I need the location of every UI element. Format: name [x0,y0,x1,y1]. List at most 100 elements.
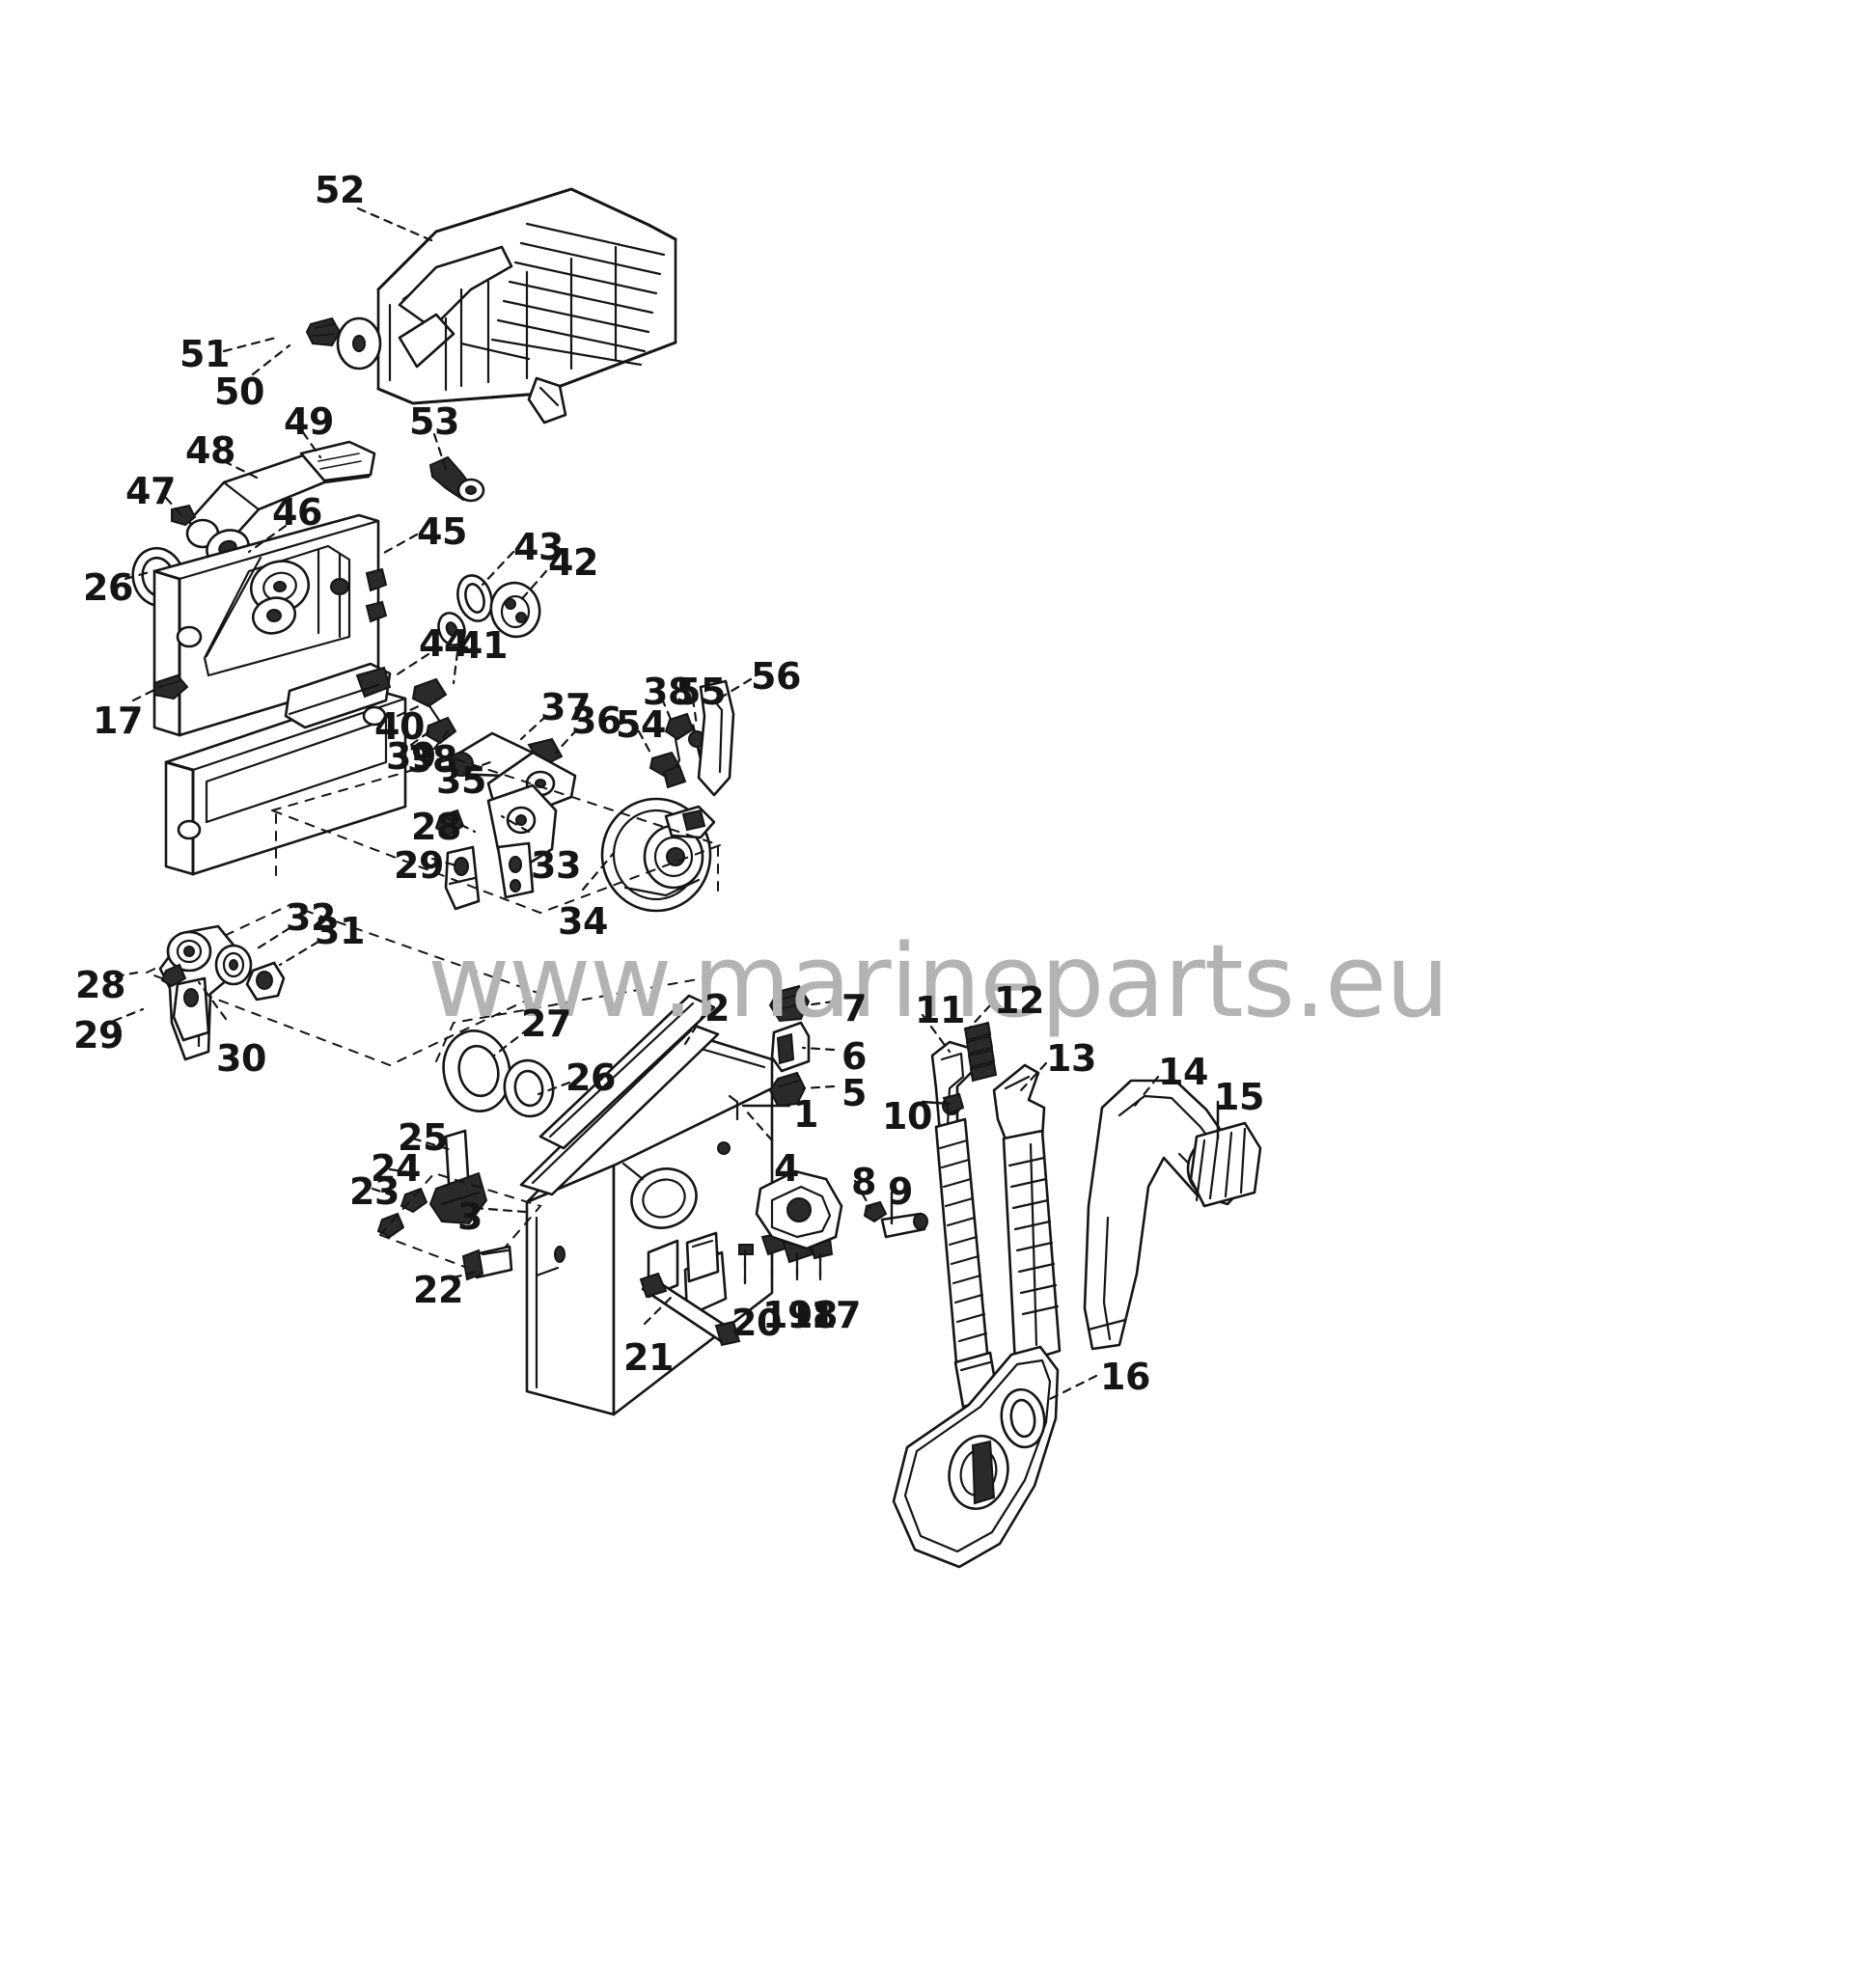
callout-number-11: 11 [915,989,965,1031]
leader-line-14 [1133,1075,1160,1108]
leader-line-8 [853,1179,872,1210]
part-5-nut [768,1071,807,1108]
leader-line-25 [411,1137,454,1152]
callout-number-34: 34 [558,900,608,943]
part-34-drum [600,797,716,913]
leader-line-36 [554,727,579,755]
leader-line-22 [452,1270,479,1279]
part-45-lower-plate [164,689,407,876]
part-29-clip-mid [444,845,481,911]
callout-number-49: 49 [284,400,334,443]
part-16-oring [1000,1387,1046,1449]
part-38-clip [662,712,695,789]
callout-number-7: 7 [841,987,867,1029]
callout-leader-lines [112,206,1220,1403]
callout-number-29a: 29 [394,844,444,887]
callout-number-28b: 28 [75,964,125,1006]
leader-line-21 [643,1291,677,1326]
leader-line-42 [517,569,548,604]
callout-number-42: 42 [548,541,598,584]
leader-line-38a [432,729,450,751]
callout-number-22: 22 [413,1269,463,1311]
part-51-screw [305,316,342,347]
callout-number-9: 9 [888,1170,913,1213]
part-22-screw [461,1245,513,1281]
leader-line-29a [430,857,461,868]
callout-number-18: 18 [787,1294,838,1336]
part-53-pin [428,455,485,503]
callout-number-52: 52 [315,169,365,211]
callout-number-28a: 28 [411,806,461,848]
leader-line-48 [222,459,264,482]
part-9-rod [880,1212,928,1239]
callout-number-15: 15 [1214,1076,1264,1118]
callout-number-56: 56 [751,655,801,698]
leader-line-37 [519,714,548,741]
leader-line-17 [131,685,162,702]
callout-number-40: 40 [374,705,425,748]
leader-line-49 [301,430,322,459]
callout-number-53: 53 [409,400,459,443]
leader-line-55 [691,697,699,727]
part-cover-plate [685,1231,720,1283]
leader-line-11 [921,1013,952,1054]
leader-line-23 [371,1187,398,1198]
callout-number-13: 13 [1046,1037,1096,1080]
callout-number-17b: 17 [811,1294,861,1336]
leader-line-50 [251,343,291,376]
leader-line-30 [197,980,228,1021]
callout-number-24: 24 [371,1147,421,1190]
part-27-seal [442,1029,511,1112]
callout-number-54: 54 [616,703,666,746]
part-17-screw-upper [153,673,189,700]
part-14-handle-grip [1083,1079,1249,1351]
part-28-nut-mid [434,809,465,837]
part-13-trim-lever [992,1063,1062,1366]
leader-line-39 [409,727,434,747]
callout-number-8: 8 [851,1161,876,1203]
callout-number-5: 5 [841,1072,867,1114]
leader-line-33 [500,814,531,834]
leader-line-45 [380,533,419,556]
leader-line-44 [394,652,430,677]
callout-number-51: 51 [179,333,230,375]
leader-line-24 [388,1167,417,1175]
part-41-roller [437,612,466,646]
callout-number-41: 41 [457,624,508,667]
part-10-pin [942,1092,965,1115]
callout-number-31: 31 [315,910,365,952]
leader-line-34 [581,851,616,892]
leader-line-13 [1019,1061,1048,1092]
callout-number-6: 6 [841,1035,867,1078]
leader-line-46 [247,524,288,554]
part-49-pad [299,440,376,482]
callout-number-23: 23 [349,1170,400,1213]
leader-line-51 [222,336,278,353]
callout-number-10: 10 [882,1095,932,1138]
callout-number-3: 3 [457,1195,483,1238]
callout-number-2: 2 [704,987,730,1029]
assembly-guide-box-mid [268,756,724,915]
leader-line-3 [473,1206,527,1214]
part-26-seal-lower [503,1058,555,1118]
callout-number-25: 25 [398,1116,448,1159]
callout-number-46: 46 [272,491,322,534]
leader-line-27 [492,1027,531,1057]
callout-number-47: 47 [125,470,176,512]
callout-number-38a: 38 [407,738,457,781]
callout-number-19: 19 [762,1294,813,1336]
callout-number-21: 21 [623,1336,674,1379]
part-6-bracket [770,1021,811,1073]
callout-number-12: 12 [994,979,1044,1022]
part-11-throttle-lever [930,1040,1000,1409]
part-50-washer [336,316,382,370]
leader-line-16 [1044,1374,1098,1403]
callout-number-55: 55 [676,671,726,713]
part-29-clip-left [172,976,210,1042]
part-56-bracket [697,679,735,797]
leader-line-29b [112,1007,145,1023]
callout-number-35: 35 [436,759,486,802]
callout-number-4: 4 [774,1147,799,1190]
